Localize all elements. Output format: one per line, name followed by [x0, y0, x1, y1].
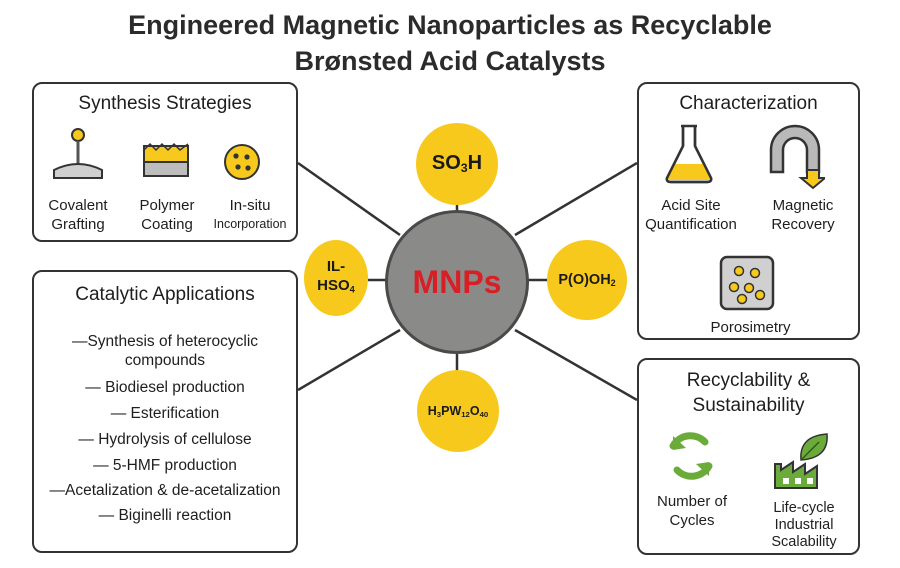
phosphonic-acid-label: P(O)OH2 — [558, 271, 616, 289]
covalent-grafting-icon — [53, 128, 103, 179]
phosphotungstic-acid-group-circle: H3PW12O40 — [417, 370, 499, 452]
flask-icon — [665, 124, 713, 184]
catalytic-applications-title: Catalytic Applications — [75, 284, 255, 305]
synthesis-strategies-title: Synthesis Strategies — [78, 93, 252, 114]
connector-applications — [297, 328, 401, 392]
mnp-core-circle: MNPs — [385, 210, 529, 354]
page-title-line-1: Engineered Magnetic Nanoparticles as Rec… — [128, 10, 772, 40]
application-item: —Acetalization & de-acetalization — [49, 482, 281, 499]
page-title-line-2: Brønsted Acid Catalysts — [294, 46, 606, 76]
so3h-label: SO3H — [431, 152, 483, 176]
catalytic-applications-panel: Catalytic Applications —Synthesis of het… — [32, 270, 298, 553]
phosphonic-acid-group-circle: P(O)OH2 — [547, 240, 627, 320]
in-situ-incorporation-icon — [224, 144, 260, 180]
application-item: — 5-HMF production — [93, 457, 237, 474]
connector-recyclability — [514, 328, 638, 402]
connector-characterization — [514, 161, 638, 237]
characterization-title: Characterization — [679, 93, 818, 114]
il-hso4-label: IL- HSO4 — [317, 257, 355, 295]
connector-synthesis — [297, 161, 401, 237]
application-item: compounds — [124, 352, 206, 369]
mnp-core-label: MNPs — [412, 263, 502, 300]
application-item: — Biodiesel production — [85, 379, 245, 396]
porous-particle-icon — [719, 255, 775, 311]
polymer-coating-icon — [143, 142, 189, 177]
green-factory-icon — [774, 433, 828, 489]
so3h-group-circle: SO3H — [416, 123, 498, 205]
recycle-icon — [669, 432, 713, 480]
application-item: — Hydrolysis of cellulose — [78, 431, 252, 448]
application-item: —Synthesis of heterocyclic — [71, 333, 259, 350]
phosphotungstic-acid-label: H3PW12O40 — [427, 403, 489, 419]
application-item: — Biginelli reaction — [98, 507, 232, 524]
il-hso4-group-circle: IL- HSO4 — [304, 240, 368, 316]
application-item: — Esterification — [110, 405, 220, 422]
porosimetry-label: Porosimetry — [710, 319, 791, 336]
recyclability-sustainability-title: Recyclability &Sustainability — [686, 370, 811, 416]
magnet-icon — [769, 124, 825, 190]
